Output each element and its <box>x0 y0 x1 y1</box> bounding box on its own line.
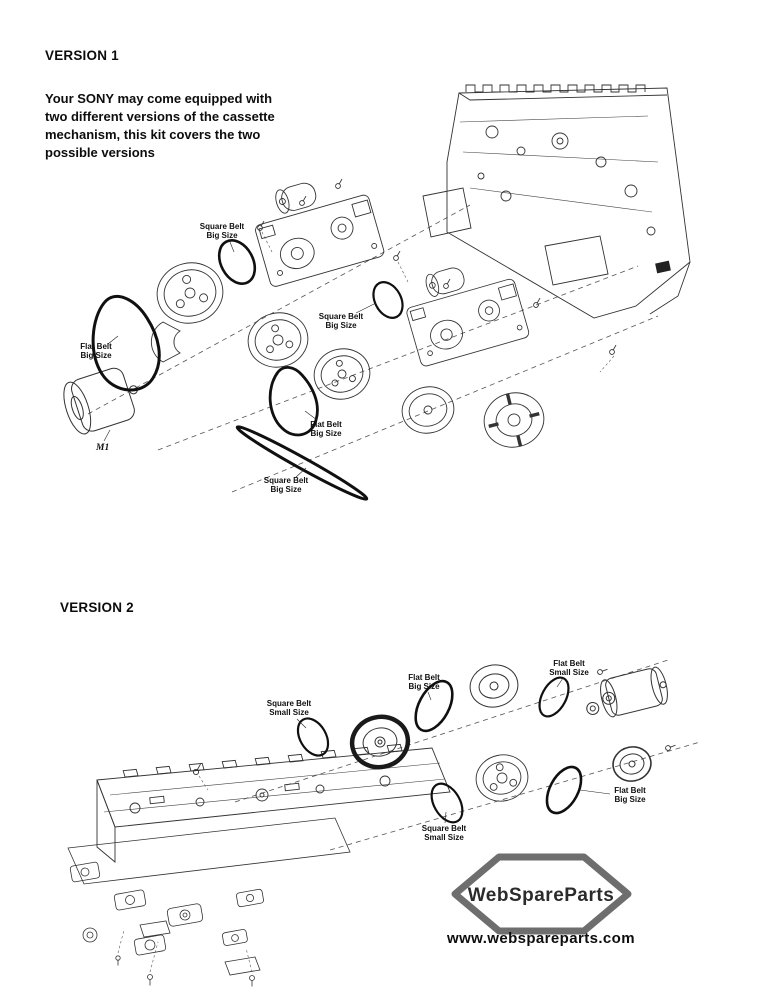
v2-label-flat-belt-small: Flat Belt Small Size <box>549 659 589 688</box>
v1-flywheel <box>483 392 545 448</box>
svg-text:Big Size: Big Size <box>80 351 112 360</box>
v1-mechanism-assembly-1 <box>255 182 385 287</box>
version2-title: VERSION 2 <box>60 600 134 615</box>
v2-label-flat-belt-big-top: Flat Belt Big Size <box>408 673 440 701</box>
v2-square-belt-small-bottom <box>430 782 464 824</box>
v1-flat-belt-mid <box>268 366 319 437</box>
svg-text:Big Size: Big Size <box>325 321 357 330</box>
svg-text:Square Belt: Square Belt <box>267 699 312 708</box>
v2-flat-belt-big-bottom <box>545 765 583 815</box>
svg-text:Big Size: Big Size <box>206 231 238 240</box>
v1-square-belt-mid <box>372 281 404 319</box>
svg-text:Flat Belt: Flat Belt <box>614 786 646 795</box>
svg-text:Flat Belt: Flat Belt <box>310 420 342 429</box>
svg-text:Square Belt: Square Belt <box>319 312 364 321</box>
svg-text:Flat Belt: Flat Belt <box>80 342 112 351</box>
v1-bracket-halfmoon <box>150 321 181 363</box>
v1-square-belt-long <box>235 425 369 501</box>
v2-flat-belt-big-top <box>414 679 454 733</box>
v1-pulley-center-2 <box>313 348 371 400</box>
v2-chassis <box>96 743 451 863</box>
svg-text:Square Belt: Square Belt <box>422 824 467 833</box>
v1-label-square-belt-bottom: Square Belt Big Size <box>264 467 309 494</box>
v1-label-square-belt-mid: Square Belt Big Size <box>319 302 377 330</box>
v2-flat-belt-small <box>538 676 570 718</box>
v1-label-flat-belt-left: Flat Belt Big Size <box>80 335 119 360</box>
v2-screw-row1 <box>597 668 608 675</box>
v2-label-flat-belt-big-right: Flat Belt Big Size <box>579 786 646 804</box>
svg-text:Small Size: Small Size <box>269 708 309 717</box>
svg-text:Flat Belt: Flat Belt <box>553 659 585 668</box>
svg-text:Square Belt: Square Belt <box>264 476 309 485</box>
v1-pulley-right <box>401 386 455 434</box>
v1-diagram: Square Belt Big Size Flat Belt Big Size … <box>63 84 691 501</box>
v2-label-square-belt-small-top: Square Belt Small Size <box>267 699 312 729</box>
v1-mechanism-assembly-2 <box>406 267 530 367</box>
svg-text:Small Size: Small Size <box>424 833 464 842</box>
svg-text:Flat Belt: Flat Belt <box>408 673 440 682</box>
website-url: www.webspareparts.com <box>447 930 635 947</box>
svg-text:Big Size: Big Size <box>270 485 302 494</box>
svg-text:Square Belt: Square Belt <box>200 222 245 231</box>
v1-screws <box>257 178 617 373</box>
logo-text: WebSpareParts <box>468 885 615 906</box>
v2-motor <box>586 666 668 718</box>
hexagon-logo-shape <box>451 853 632 935</box>
svg-text:M1: M1 <box>95 443 109 453</box>
v1-flat-belt-left <box>91 295 161 392</box>
version1-title: VERSION 1 <box>45 48 119 63</box>
svg-text:Big Size: Big Size <box>408 682 440 691</box>
v1-label-flat-belt-mid: Flat Belt Big Size <box>304 410 342 438</box>
svg-text:Small Size: Small Size <box>549 668 589 677</box>
v1-label-motor: M1 <box>95 429 111 453</box>
svg-text:Big Size: Big Size <box>614 795 646 804</box>
v2-screw-row2 <box>665 744 676 751</box>
v1-pulley-large-left <box>156 262 224 324</box>
v2-pulley-bottom <box>475 754 529 802</box>
intro-line: Your SONY may come equipped with <box>45 91 273 106</box>
webspareparts-logo: WebSpareParts <box>451 853 632 935</box>
v2-roller-mid <box>469 664 519 708</box>
v2-pulley-small-right <box>612 746 652 782</box>
v2-roller-large <box>349 714 411 770</box>
intro-line: possible versions <box>45 145 155 160</box>
v2-label-square-belt-small-bottom: Square Belt Small Size <box>422 811 467 842</box>
v2-diagram: Square Belt Small Size Flat Belt Big Siz… <box>67 659 701 987</box>
v1-chassis <box>422 84 691 319</box>
svg-text:Big Size: Big Size <box>310 429 342 438</box>
intro-line: two different versions of the cassette <box>45 109 275 124</box>
v1-pulley-center-1 <box>247 312 309 368</box>
v1-label-square-belt-top: Square Belt Big Size <box>200 222 245 253</box>
v2-axis-lines <box>234 659 701 851</box>
v1-square-belt-top <box>217 239 257 285</box>
intro-line: mechanism, this kit covers the two <box>45 127 261 142</box>
intro-text: Your SONY may come equipped with two dif… <box>45 90 345 162</box>
v2-lower-parts <box>67 817 351 987</box>
v2-square-belt-small-top <box>296 717 330 757</box>
